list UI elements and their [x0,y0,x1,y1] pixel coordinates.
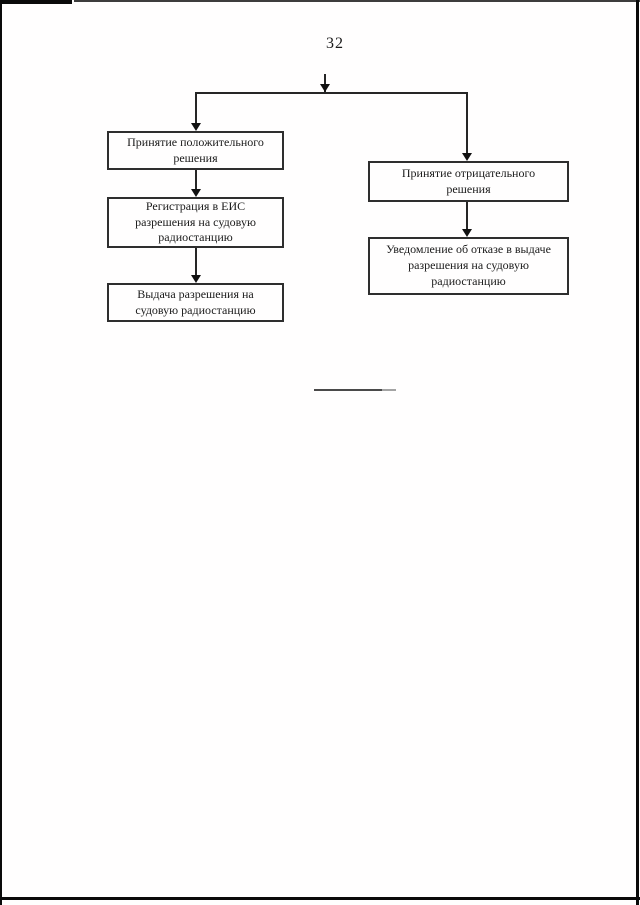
connector-drop-right [466,92,468,154]
connector-left-2-3 [195,248,197,276]
arrow-down-icon [462,229,472,237]
scan-edge-bottom [0,897,640,900]
footnote-separator-tail [382,389,396,391]
page-number: 32 [326,35,344,52]
arrow-down-icon [320,84,330,92]
flowchart-node-negative-decision: Принятие отрицательного решения [368,161,569,202]
connector-left-1-2 [195,169,197,190]
footnote-separator [314,389,382,391]
arrow-down-icon [191,123,201,131]
connector-branch-line [195,92,468,94]
flowchart-node-refusal-notification: Уведомление об отказе в выдаче разрешени… [368,237,569,295]
connector-right-1-2 [466,202,468,230]
flowchart-node-positive-decision: Принятие положительного решения [107,131,284,170]
connector-top-stem [324,74,326,92]
flowchart-node-eis-registration: Регистрация в ЕИС разрешения на судовую … [107,197,284,248]
arrow-down-icon [191,275,201,283]
arrow-down-icon [462,153,472,161]
scan-edge-left [0,0,2,905]
scan-edge-top-thick [0,0,72,4]
scan-edge-right [636,0,639,905]
scan-edge-top-thin [74,0,640,2]
arrow-down-icon [191,189,201,197]
flowchart-node-permit-issuance: Выдача разрешения на судовую радиостанци… [107,283,284,322]
connector-drop-left [195,92,197,124]
